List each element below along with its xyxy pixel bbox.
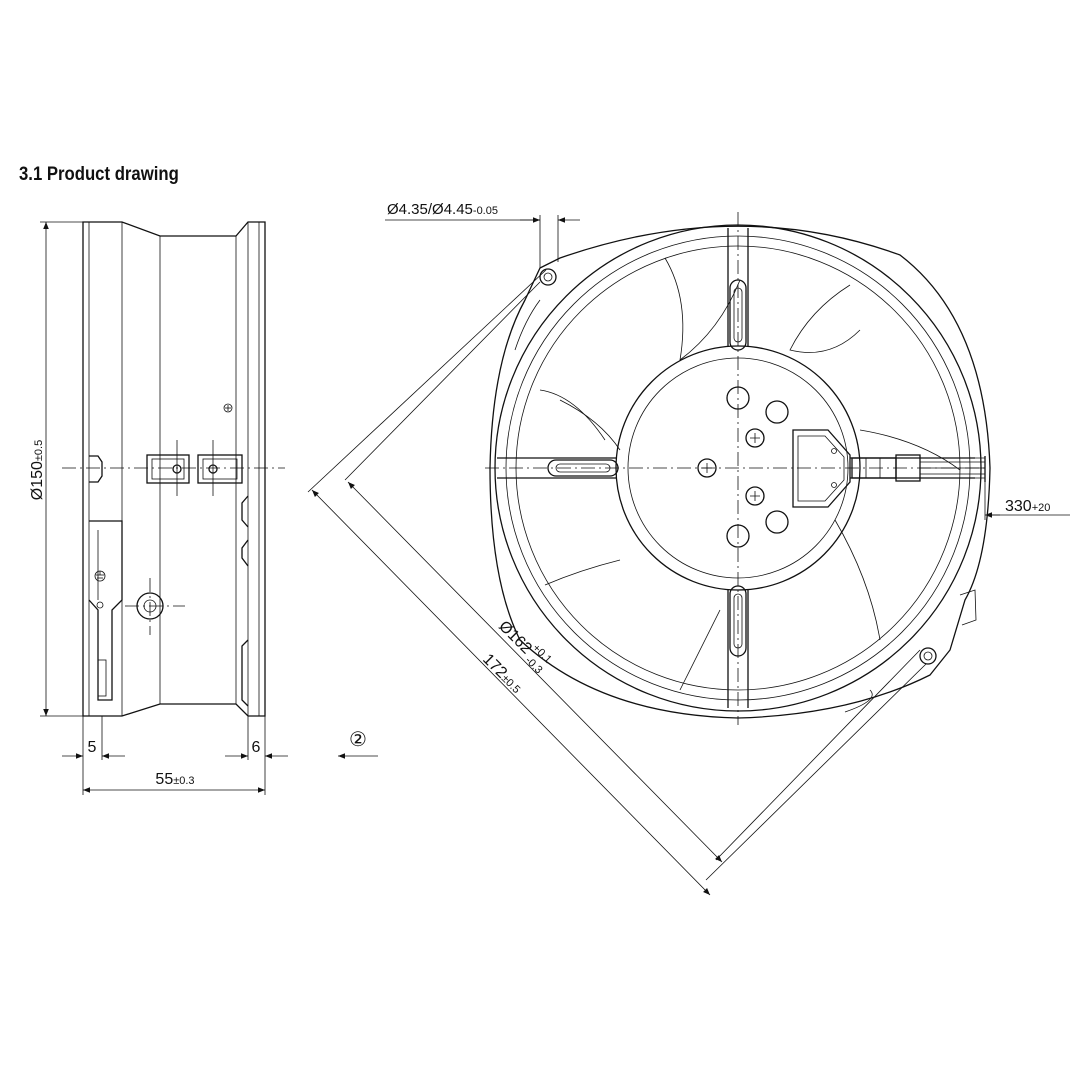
side-view: Ø150±0.5 5 6 55±0.3 ② <box>29 221 378 795</box>
front-view: 330+20 Ø4.35/Ø4.45-0.05 Ø162+0.1-0.3 <box>307 201 1070 896</box>
page-title: 3.1 Product drawing <box>19 164 179 185</box>
dimension-w6: 6 <box>252 739 261 756</box>
dimension-w5: 5 <box>88 739 97 756</box>
dimension-d172: 172±0.5 <box>479 651 525 697</box>
dimension-w55: 55±0.3 <box>155 771 194 788</box>
dimension-dia150: Ø150±0.5 <box>29 440 46 500</box>
dimension-cable-length: 330+20 <box>1005 498 1050 515</box>
marker-circled-2: ② <box>349 729 367 751</box>
dimension-hole: Ø4.35/Ø4.45-0.05 <box>387 201 498 218</box>
